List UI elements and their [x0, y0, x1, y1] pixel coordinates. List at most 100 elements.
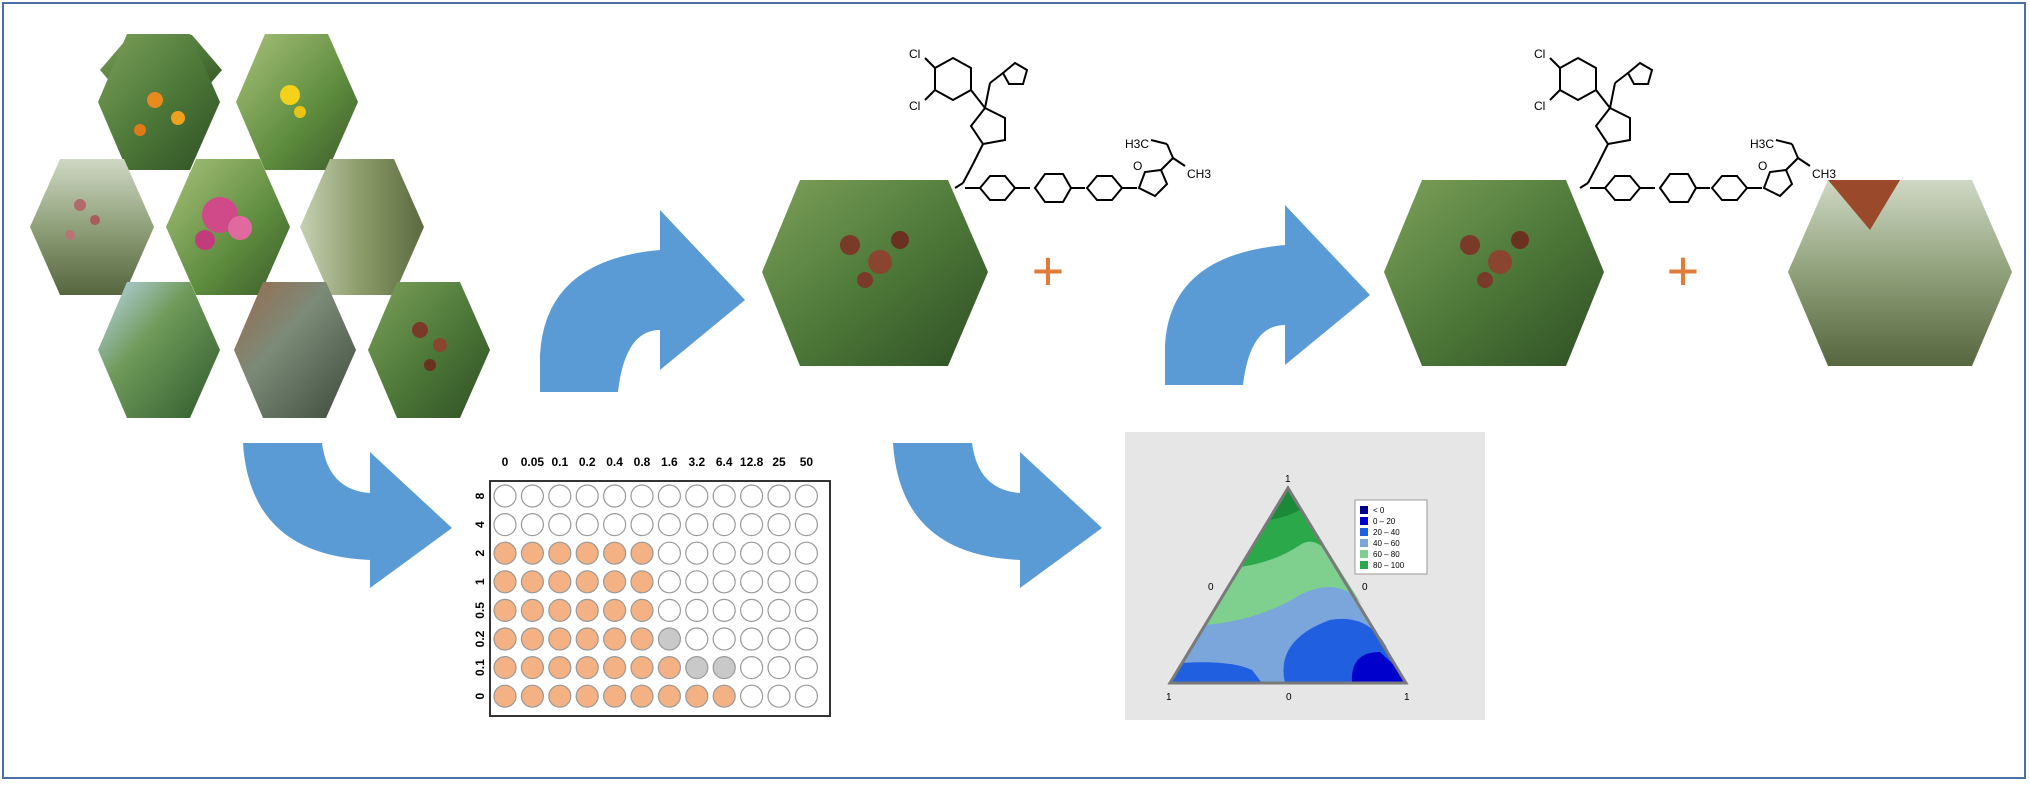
plate-well [794, 627, 819, 651]
plate-well [520, 541, 545, 565]
legend-swatch [1360, 517, 1368, 525]
plate-well [575, 655, 599, 680]
plate-row-label: 1 [473, 578, 487, 585]
plate-well [493, 655, 517, 680]
atom-label: Cl [1534, 47, 1545, 61]
legend-swatch [1360, 561, 1368, 569]
plate-well [767, 570, 791, 594]
plate-well [493, 627, 517, 651]
plate-column-label: 0.8 [634, 455, 651, 469]
plate-well [520, 512, 545, 537]
plate-row-label: 0 [473, 693, 487, 700]
plate-well [767, 627, 791, 651]
plate-well [520, 627, 545, 651]
plate-well [712, 570, 736, 594]
plate-well [739, 484, 764, 508]
plate-well [767, 512, 791, 537]
plate-well [520, 570, 545, 594]
plate-well [657, 684, 682, 708]
plant-photo-hexagon [300, 159, 424, 295]
plate-well [685, 655, 709, 680]
plate-well [520, 684, 545, 708]
plate-well [493, 484, 517, 508]
plate-well [739, 684, 764, 708]
plate-row-label: 2 [473, 550, 487, 557]
plant-photo-hexagon [98, 34, 222, 170]
plate-well [657, 627, 682, 651]
plate-well [767, 598, 791, 623]
ternary-contours [1167, 485, 1409, 685]
plate-well [520, 655, 545, 680]
plate-well [548, 627, 572, 651]
plate-well [739, 627, 764, 651]
atom-label: H3C [1125, 137, 1149, 151]
plate-well [493, 512, 517, 537]
plate-well [602, 627, 627, 651]
plate-well [602, 512, 627, 537]
ternary-vertex-right: 1 [1404, 692, 1410, 703]
plate-well [685, 484, 709, 508]
plate-well [575, 570, 599, 594]
legend-swatch [1360, 528, 1368, 536]
plant-photo-hexagon [1384, 180, 1604, 366]
plate-well [767, 484, 791, 508]
ternary-axis-labels: 1 1 1 0 0 0 [1166, 474, 1410, 703]
plate-well [794, 684, 819, 708]
plate-column-label: 0.4 [606, 455, 623, 469]
plant-photo-hexagon [762, 180, 988, 366]
atom-label: CH3 [1812, 167, 1836, 181]
plate-well [657, 598, 682, 623]
combination-panel-1: + [762, 180, 1064, 366]
legend-label: 20 – 40 [1373, 528, 1400, 537]
plate-well [493, 598, 517, 623]
plate-well [712, 598, 736, 623]
plate-well [493, 684, 517, 708]
plate-well [630, 484, 654, 508]
plate-well [548, 484, 572, 508]
itraconazole-structure: Cl Cl H3C CH3 O [1534, 47, 1836, 203]
plate-well [520, 484, 545, 508]
legend-swatch [1360, 550, 1368, 558]
plate-column-label: 0 [502, 455, 509, 469]
plate-column-label: 0.05 [521, 455, 545, 469]
plate-well [630, 570, 654, 594]
plate-well [767, 541, 791, 565]
plate-column-label: 3.2 [688, 455, 705, 469]
plate-well [602, 684, 627, 708]
plate-row-label: 0.2 [473, 630, 487, 647]
curved-arrow-down-right [893, 443, 1102, 588]
atom-label: CH3 [1187, 167, 1211, 181]
itraconazole-structure: Cl Cl H3C CH3 O [909, 47, 1211, 203]
legend-swatch [1360, 506, 1368, 514]
legend-swatch [1360, 539, 1368, 547]
plate-well [739, 512, 764, 537]
plate-well [794, 541, 819, 565]
legend-label: 40 – 60 [1373, 539, 1400, 548]
plate-well [548, 541, 572, 565]
plate-well [794, 570, 819, 594]
plate-well [630, 655, 654, 680]
plate-well [712, 484, 736, 508]
plate-well [548, 655, 572, 680]
combination-panel-2: + [1384, 180, 2012, 366]
atom-label: H3C [1750, 137, 1774, 151]
plate-well [794, 484, 819, 508]
plate-well [712, 512, 736, 537]
atom-label: Cl [1534, 99, 1545, 113]
plate-well [794, 512, 819, 537]
plate-row-label: 4 [473, 521, 487, 528]
plate-well [602, 570, 627, 594]
plate-well [630, 684, 654, 708]
atom-label: Cl [909, 47, 920, 61]
plate-well [630, 541, 654, 565]
plate-wells [493, 484, 819, 708]
plate-well [575, 484, 599, 508]
plate-well [520, 598, 545, 623]
flow-arrows [243, 205, 1370, 588]
plate-row-label: 0.5 [473, 602, 487, 619]
plant-photo-hexagon [234, 282, 356, 418]
